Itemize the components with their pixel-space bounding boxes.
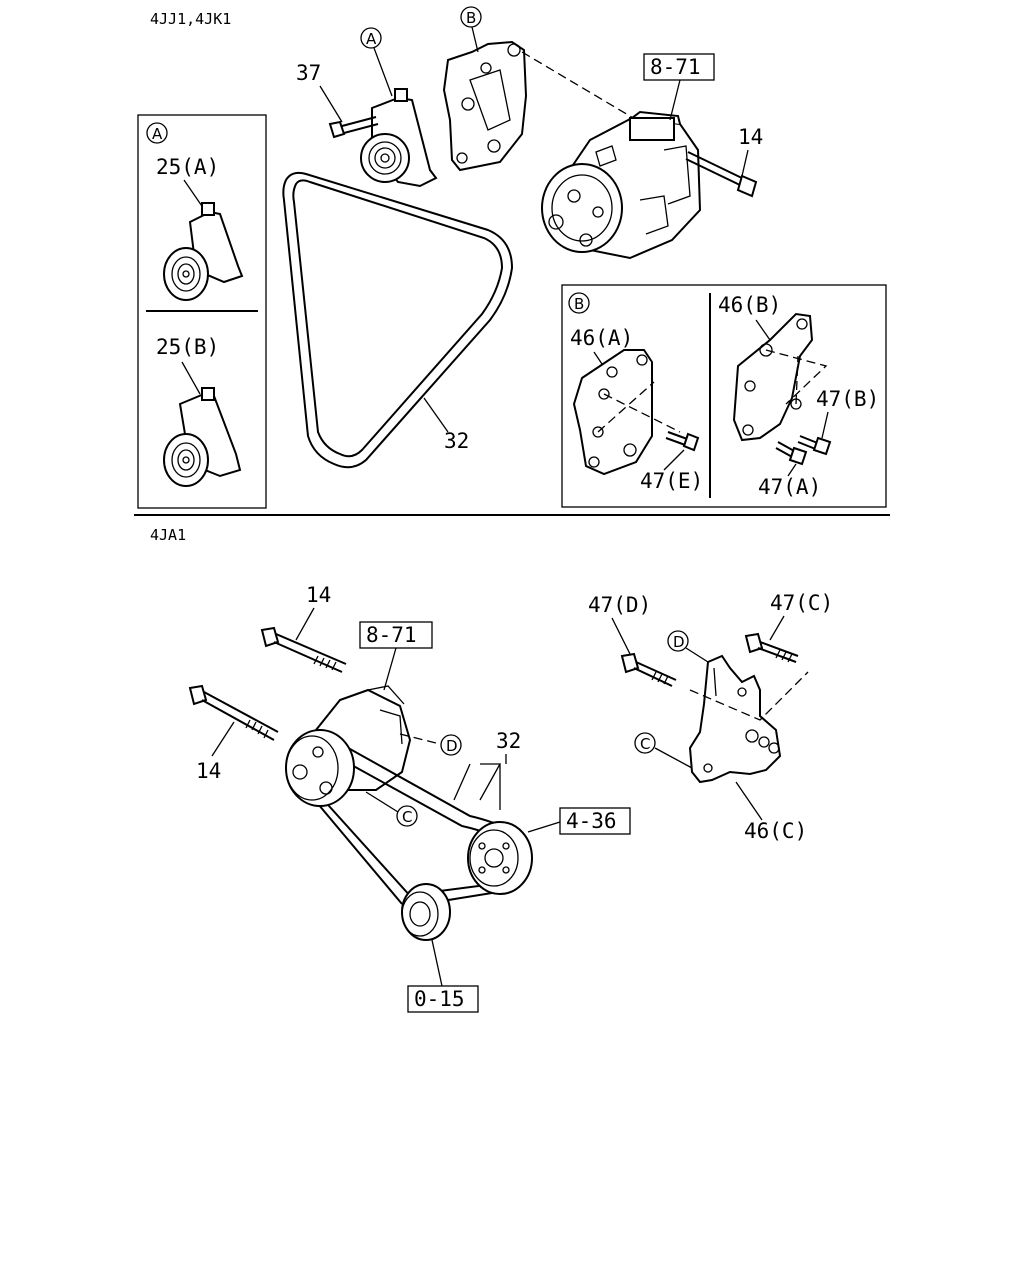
marker-c-bottom-left: C — [396, 805, 418, 827]
svg-text:D: D — [446, 737, 458, 755]
leader-d-bottom-left — [399, 733, 441, 745]
svg-text:8-71: 8-71 — [650, 55, 701, 79]
leader-47c — [769, 615, 785, 641]
svg-text:C: C — [640, 735, 650, 753]
label-14-top: 14 — [738, 125, 763, 149]
alignment-line-top — [521, 51, 641, 123]
bolt-47e — [665, 431, 700, 452]
leader-47b — [821, 411, 829, 439]
leader-32-top — [423, 397, 449, 433]
label-32-bottom: 32 — [496, 729, 521, 753]
bolt-14-lower — [188, 684, 279, 741]
idler-pulley-25b — [163, 387, 242, 487]
leader-46b — [755, 319, 771, 341]
label-25b: 25(B) — [156, 335, 219, 359]
label-32-top: 32 — [444, 429, 469, 453]
leader-37 — [319, 85, 343, 123]
marker-d-bottom-right: D — [667, 630, 689, 652]
drive-belt-32 — [282, 171, 514, 469]
leader-c-bottom-left — [365, 791, 399, 813]
svg-text:D: D — [673, 633, 685, 651]
leader-4-36 — [527, 821, 561, 833]
svg-text:0-15: 0-15 — [414, 987, 465, 1011]
svg-text:4-36: 4-36 — [566, 809, 617, 833]
bracket-46c — [688, 654, 782, 784]
marker-a-top: A — [360, 27, 382, 49]
label-47b: 47(B) — [816, 387, 879, 411]
leader-47e — [663, 449, 685, 471]
ref-box-8-71-top: 8-71 — [643, 53, 715, 81]
bolt-47b — [797, 435, 832, 456]
bolt-37 — [328, 116, 379, 139]
section-header-4jj1-4jk1: 4JJ1,4JK1 — [150, 10, 231, 28]
inset-b-frame — [561, 284, 887, 508]
ref-box-0-15: 0-15 — [407, 985, 479, 1013]
leader-d-bottom-right — [685, 647, 709, 663]
alignment-lines-46b — [765, 349, 828, 405]
bracket-46a — [572, 349, 653, 476]
svg-text:C: C — [402, 808, 412, 826]
label-47a: 47(A) — [758, 475, 821, 499]
label-47e: 47(E) — [640, 469, 703, 493]
marker-b-top: B — [460, 6, 482, 28]
label-14-upper: 14 — [306, 583, 331, 607]
idler-pulley-assembly — [360, 88, 438, 188]
svg-text:B: B — [574, 295, 584, 313]
section-header-4ja1: 4JA1 — [150, 526, 186, 544]
leader-47d — [611, 617, 631, 655]
label-46b: 46(B) — [718, 293, 781, 317]
marker-b-inset: B — [568, 292, 590, 314]
label-46c: 46(C) — [744, 819, 807, 843]
idler-pulley-0-15 — [401, 883, 451, 941]
idler-pulley-25a — [163, 202, 244, 301]
leader-14-lower — [211, 721, 235, 757]
ref-box-4-36: 4-36 — [559, 807, 631, 835]
ref-box-8-71-bottom: 8-71 — [359, 621, 433, 649]
leader-a-top — [373, 47, 393, 97]
leader-0-15 — [431, 939, 443, 987]
marker-a-inset: A — [146, 122, 168, 144]
marker-d-bottom-left: D — [440, 734, 462, 756]
leader-b-top — [471, 26, 479, 53]
marker-c-bottom-right: C — [634, 732, 656, 754]
alignment-lines-46c — [689, 671, 809, 721]
leader-8-71-top — [669, 79, 681, 121]
label-46a: 46(A) — [570, 326, 633, 350]
label-47c: 47(C) — [770, 591, 833, 615]
crank-pulley-4-36 — [467, 821, 533, 895]
bolt-47a — [775, 441, 808, 466]
label-47d: 47(D) — [588, 593, 651, 617]
leader-47a — [787, 463, 797, 477]
label-25a: 25(A) — [156, 155, 219, 179]
svg-text:8-71: 8-71 — [366, 623, 417, 647]
compressor-bracket — [442, 40, 528, 172]
bolt-47c — [744, 632, 799, 663]
bolt-14-upper — [260, 626, 347, 673]
leader-46c — [735, 781, 763, 821]
label-14-lower: 14 — [196, 759, 221, 783]
label-37: 37 — [296, 61, 321, 85]
compressor-pulley — [285, 729, 355, 807]
leader-8-71-bottom — [383, 647, 397, 691]
svg-text:A: A — [152, 125, 163, 143]
leader-c-bottom-right — [654, 747, 693, 769]
ac-compressor — [541, 110, 702, 260]
svg-text:A: A — [366, 30, 377, 48]
bracket-46b — [732, 312, 814, 442]
inset-a-frame — [137, 114, 267, 509]
leader-25b — [181, 361, 201, 395]
alignment-lines-46a — [597, 381, 681, 433]
leader-32-bottom — [453, 754, 507, 810]
svg-text:B: B — [466, 9, 476, 27]
leader-14-upper — [295, 607, 315, 641]
bolt-47d — [620, 652, 677, 687]
bolt-14-top — [685, 151, 758, 198]
leader-14-top — [741, 149, 749, 177]
